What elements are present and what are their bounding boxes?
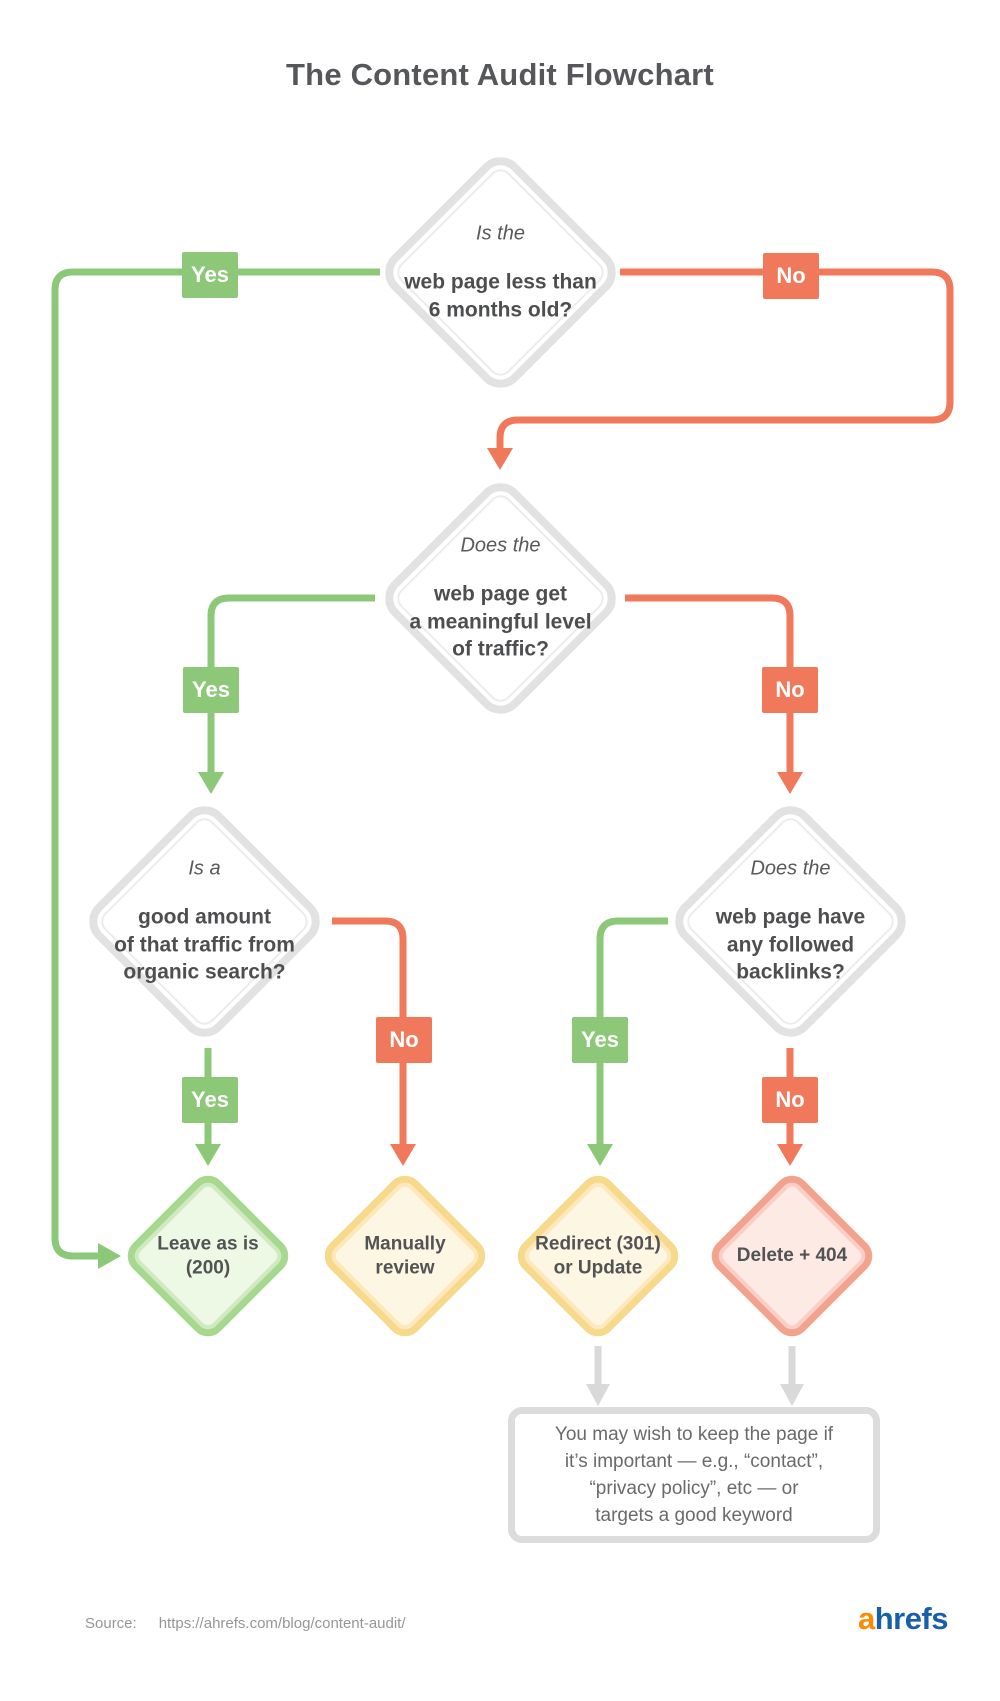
- badge-q4-yes: Yes: [572, 1017, 628, 1063]
- arrowhead-redirect-note: [586, 1384, 610, 1406]
- edge-q3-no: [332, 917, 407, 1144]
- arrowhead-q3-no: [390, 1144, 416, 1166]
- arrowhead-q2-no: [777, 772, 803, 794]
- arrowhead-q1-yes: [98, 1243, 121, 1269]
- badge-q3-yes: Yes: [182, 1077, 238, 1123]
- edge-q2-no: [625, 594, 794, 772]
- page-title: The Content Audit Flowchart: [286, 57, 714, 92]
- outcome-leave-as-is-label: Leave as is (200): [157, 1233, 259, 1278]
- ahrefs-logo-rest: hrefs: [874, 1601, 949, 1636]
- arrowhead-delete-note: [780, 1384, 804, 1406]
- note-box: You may wish to keep the page if it’s im…: [508, 1407, 880, 1543]
- outcome-delete-404-label: Delete + 404: [736, 1245, 848, 1267]
- badge-q1-yes: Yes: [182, 252, 238, 298]
- edge-q2-yes: [207, 594, 375, 772]
- decision-page-age-label: Is the web page less than 6 months old?: [403, 221, 597, 320]
- edge-q4-yes: [596, 917, 668, 1144]
- outcome-manually-review-label: Manually review: [364, 1233, 446, 1278]
- arrowhead-q1-no: [487, 448, 513, 470]
- badge-q3-no: No: [376, 1017, 432, 1063]
- decision-organic-traffic-label: Is a good amount of that traffic from or…: [113, 856, 295, 983]
- badge-q1-no: No: [763, 253, 819, 299]
- edge-q1-no: [496, 268, 954, 448]
- arrowhead-q4-no: [777, 1144, 803, 1166]
- decision-followed-backlinks-label: Does the web page have any followed back…: [715, 856, 865, 983]
- badge-q2-no: No: [762, 667, 818, 713]
- badge-q2-yes: Yes: [183, 667, 239, 713]
- source-url: https://ahrefs.com/blog/content-audit/: [158, 1615, 406, 1632]
- ahrefs-logo-a: a: [857, 1601, 875, 1636]
- badge-q4-no: No: [762, 1077, 818, 1123]
- source-label: Source:: [85, 1615, 137, 1632]
- outcome-redirect-or-update-label: Redirect (301) or Update: [535, 1233, 661, 1278]
- arrowhead-q2-yes: [198, 772, 224, 794]
- edge-q1-yes: [51, 268, 380, 1260]
- arrowhead-q3-yes: [195, 1144, 221, 1166]
- source-text: Source: https://ahrefs.com/blog/content-a…: [85, 1615, 406, 1632]
- arrowhead-q4-yes: [587, 1144, 613, 1166]
- decision-traffic-level-label: Does the web page get a meaningful level…: [408, 533, 592, 660]
- ahrefs-logo: ahrefs: [857, 1601, 949, 1637]
